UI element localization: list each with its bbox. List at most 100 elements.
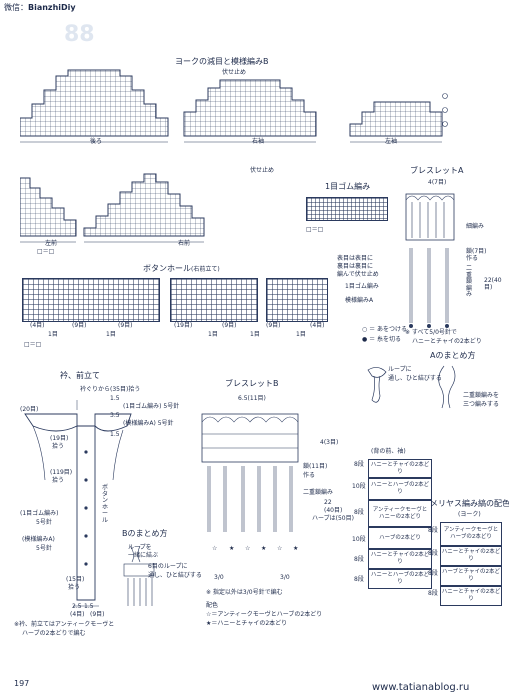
collar-left-rib: (1目ゴム編み)	[20, 510, 59, 517]
buttonhole-count-3: (9目)	[118, 322, 133, 329]
yoke-charts	[20, 69, 448, 143]
buttonhole-count-7: (4目)	[310, 322, 325, 329]
collar-pick-3b: 拾う	[68, 584, 81, 591]
stripes-b-title: メリヤス編み縞の配色	[430, 499, 509, 508]
buttonhole-chart-2	[170, 278, 258, 322]
stripes-b-color-3: ハーブとチャイの2本どり	[440, 566, 502, 586]
collar-bottom-2: 1.5	[84, 603, 94, 610]
stripes-a-row-6: 8段	[354, 576, 364, 583]
yoke-back-label: 後ろ	[90, 138, 103, 145]
yoke-title: ヨークの減目と模様編みB	[175, 57, 269, 66]
bracelet-a-note-2: ハニーとチャイの2本どり	[412, 338, 482, 345]
a-finish-title: Aのまとめ方	[430, 351, 476, 360]
bracelet-b-chain-side-2: 作る	[303, 472, 316, 479]
bracelet-b-star-3: ☆	[245, 545, 251, 552]
header-watermark: 微信：BianzhiDiy	[4, 4, 76, 12]
stripes-b-color-1: アンティークモーヴと ハーブの2本どり	[440, 522, 502, 546]
bracelet-a-title: ブレスレットA	[410, 166, 464, 175]
bracelet-a-chain-start: 鎖(7目)作る	[466, 248, 487, 263]
bracelet-a-chain: 二重鎖編み	[466, 265, 473, 299]
bracelet-b-chain: 二重鎖編み	[303, 489, 334, 496]
collar-pick-1: (19目)	[50, 435, 69, 442]
stripes-a-color-6: ハニーとハーブの2本どり	[368, 569, 432, 589]
bracelet-b-hook-1: 3/0	[214, 574, 224, 581]
stripes-a-sub: (背の前、袖)	[371, 448, 406, 455]
stripes-b-row-4: 8段	[428, 590, 438, 597]
collar-pattern-label: (模様編みA)	[123, 420, 156, 427]
a-finish-note-2: 三つ編みする	[463, 401, 500, 408]
bracelet-b-color-2: ★＝ハニーとチャイの2本どり	[206, 620, 288, 627]
yoke-front-r-label: 右前	[178, 240, 191, 247]
stripes-b-color-2: ハニーとチャイの2本どり	[440, 546, 502, 566]
bracelet-b-length-2: (40目)	[324, 507, 343, 514]
bracelet-b-color-1: ☆＝アンティークモーヴとハーブの2本どり	[206, 611, 323, 618]
buttonhole-pattern-a: 模様編みA	[345, 297, 374, 304]
collar-neck: 衿ぐりから(35目)拾う	[80, 386, 141, 393]
yoke-bind-off: 伏せ止め	[222, 69, 247, 76]
bracelet-a-width: 4(7目)	[428, 179, 447, 186]
bracelet-b-diagram	[201, 413, 299, 532]
stripes-b-sub: (ヨーク)	[458, 511, 481, 518]
buttonhole-count-1: (4目)	[30, 322, 45, 329]
buttonhole-hole-3: 1目	[208, 331, 218, 338]
buttonhole-ribbing: 1目ゴム編み	[345, 283, 379, 290]
watermark-id: BianzhiDiy	[28, 3, 76, 12]
yoke-front-l-label: 左前	[45, 240, 58, 247]
yoke-front-bind-off: 伏せ止め	[250, 167, 275, 174]
b-finish-step-3: 6目のループに	[148, 563, 188, 570]
stripes-a-row-5: 8段	[354, 556, 364, 563]
collar-rib-needle: 5号針	[163, 403, 180, 410]
stripes-a-color-1: ハニーとチャイの2本どり	[368, 459, 432, 478]
a-finish-note-1: 二重鎖編みを	[463, 392, 500, 399]
bracelet-a-diagram	[405, 193, 455, 328]
bracelet-b-color-title: 配色	[206, 602, 219, 609]
buttonhole-hole-5: 1目	[296, 331, 306, 338]
collar-left-pattern-needle: 5号針	[36, 545, 52, 552]
buttonhole-count-2: (9目)	[72, 322, 87, 329]
collar-note: ※衿、前立てはアンティークモーヴと	[14, 621, 115, 628]
collar-rib: (1目ゴム編み) 5号針	[123, 404, 179, 410]
collar-bottom-3: (4目)	[70, 611, 85, 618]
collar-bottom-4: (9目)	[90, 611, 105, 618]
collar-dim-2: 3.5	[110, 412, 120, 419]
buttonhole-title-text: ボタンホール	[143, 264, 191, 273]
buttonhole-note-2: 裏目は裏目に	[337, 263, 374, 270]
collar-rib-label: (1目ゴム編み)	[123, 403, 162, 410]
yoke-front-charts	[20, 173, 205, 243]
stripes-b-row-3: 8段	[428, 570, 438, 577]
a-finish-loop-2: 通し、ひと結びする	[388, 375, 442, 382]
bracelet-b-chain-side: 鎖(11目)	[303, 463, 328, 470]
collar-dim-3: 1.5	[110, 431, 120, 438]
stripes-b-table: アンティークモーヴと ハーブの2本どり ハニーとチャイの2本どり ハーブとチャイ…	[440, 522, 502, 612]
bracelet-b-title: ブレスレットB	[225, 379, 279, 388]
watermark-label: 微信：	[4, 3, 28, 12]
bracelet-b-star-4: ★	[261, 545, 267, 552]
collar-pick-3: (15目)	[66, 576, 85, 583]
bracelet-a-legend-1: ○ ＝ あをつける	[362, 326, 408, 333]
buttonhole-note-3: 編んで伏せ止め	[337, 271, 379, 278]
buttonhole-hole-2: 1目	[106, 331, 116, 338]
yoke-legend: □＝□	[37, 248, 55, 255]
buttonhole-chart-1	[22, 278, 160, 322]
collar-pattern: (模様編みA) 5号針	[123, 421, 174, 427]
bracelet-b-star-6: ★	[293, 545, 299, 552]
ribbing-title: 1目ゴム編み	[325, 182, 371, 191]
collar-left-pattern: (模様編みA)	[22, 536, 55, 543]
collar-pick-2b: 拾う	[52, 477, 65, 484]
stripes-b-row-2: 8段	[428, 550, 438, 557]
collar-dim-1: 1.5	[110, 395, 120, 402]
collar-pick-2: (119目)	[50, 469, 73, 476]
bracelet-a-crochet: 細編み	[466, 223, 485, 230]
buttonhole-chart-3	[266, 278, 328, 322]
b-finish-step-4: 通し、ひと結びする	[148, 572, 202, 579]
bracelet-b-length-1: 22	[324, 499, 332, 506]
site-watermark[interactable]: www.tatianablog.ru	[372, 682, 470, 693]
buttonhole-count-5: (9目)	[222, 322, 237, 329]
bracelet-b-star-1: ☆	[212, 545, 218, 552]
ribbing-chart	[306, 197, 388, 221]
bracelet-b-hook-2: 3/0	[280, 574, 290, 581]
stripes-a-table: ハニーとチャイの2本どり ハニーとハーブの2本どり アンティークモーヴと ハニー…	[368, 459, 432, 609]
bracelet-b-note: ※ 指定以外は3/0号針で編む	[206, 589, 283, 596]
stripes-b-color-4: ハニーとチャイの2本どり	[440, 586, 502, 606]
a-finish-diagram	[367, 365, 456, 409]
